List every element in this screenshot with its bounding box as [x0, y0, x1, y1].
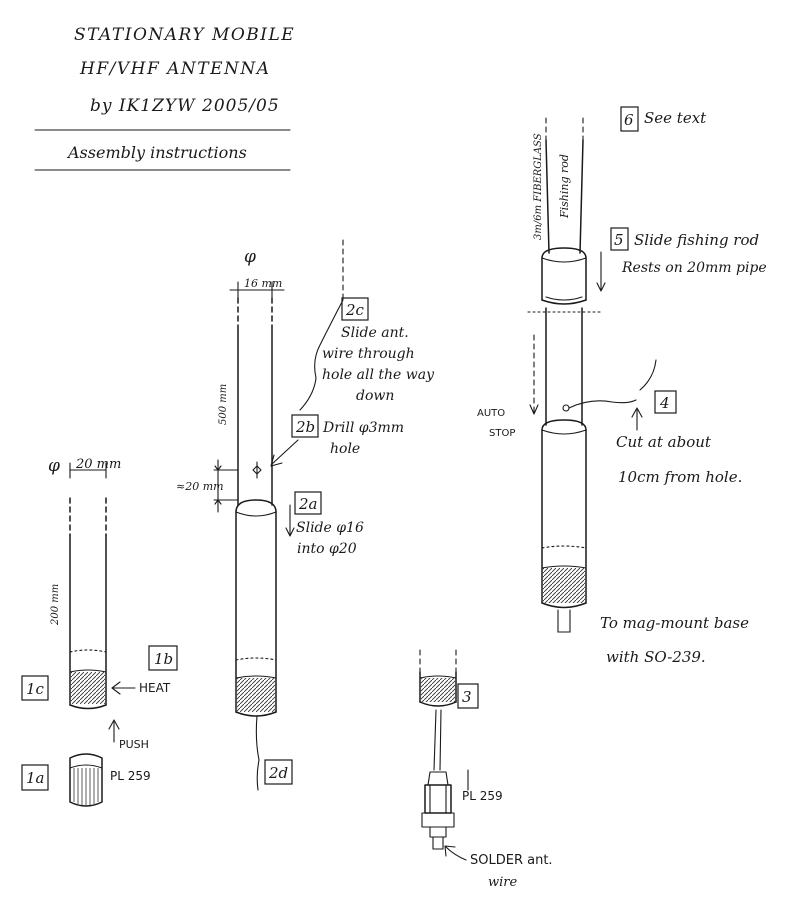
note-5-line2: Rests on 20mm pipe [621, 260, 767, 276]
step4to6-group: 3m/6m FIBERGLASS Fishing rod AUTO STOP [477, 106, 767, 666]
base-note-line2: with SO-239. [606, 648, 706, 666]
heat-arrow-icon [111, 681, 136, 695]
note-2b-line2: hole [330, 441, 360, 457]
note-2b-line1: Drill φ3mm [322, 420, 404, 436]
tag-3-label: 3 [462, 688, 472, 706]
solder-label-line2: wire [488, 875, 517, 890]
base-note-line1: To mag-mount base [600, 614, 749, 632]
lower-pipe-20mm [541, 419, 587, 633]
auto-stop-line2: STOP [489, 428, 515, 439]
rod-label-line2: Fishing rod [558, 154, 571, 219]
slide-down-arrow-icon [596, 251, 606, 292]
push-arrow-icon [108, 719, 120, 743]
note-2c-line1: Slide ant. [341, 325, 409, 341]
tag-2c [341, 297, 369, 321]
tag-2c-label: 2c [345, 301, 365, 319]
tag-1c-label: 1c [26, 680, 45, 698]
step2-group: φ 16 mm 500 mm ≈20 mm [176, 239, 435, 791]
step1-diameter-symbol: φ [48, 456, 60, 476]
slide-arrow-icon [285, 504, 295, 537]
pl259-connector-1a [69, 753, 103, 807]
title-line2: HF/VHF ANTENNA [79, 59, 271, 79]
pipe-16mm [237, 297, 273, 506]
tag-3 [457, 683, 479, 709]
note-4-line1: Cut at about [616, 433, 712, 451]
step1-group: φ 20 mm 200 mm 1b 1c HEAT [21, 456, 178, 807]
tag-2a [294, 491, 322, 515]
antenna-wire-4 [562, 359, 657, 412]
solder-label-line1: SOLDER ant. [470, 853, 553, 868]
fiberglass-fishing-rod [545, 117, 584, 254]
step3-group: 3 PL 259 SOLDER ant. wire [419, 649, 553, 890]
auto-stop-arrow-icon [529, 334, 539, 415]
note-5-line1: Slide fishing rod [634, 231, 759, 249]
step2-diameter-symbol: φ [244, 247, 256, 267]
tag-1c [21, 675, 49, 701]
rod-sleeve [527, 247, 601, 313]
note-2c-line4: down [356, 388, 394, 404]
push-label: PUSH [119, 738, 149, 751]
step2-diameter-value: 16 mm [244, 277, 282, 290]
coax-wire-3 [433, 709, 469, 791]
note-6: See text [644, 109, 707, 127]
pipe-20mm [69, 497, 107, 710]
tag-6 [620, 106, 639, 132]
step1-connector-label: PL 259 [110, 769, 151, 783]
tag-2b [291, 414, 319, 438]
header: STATIONARY MOBILE HF/VHF ANTENNA by IK1Z… [34, 25, 295, 171]
pipe-20mm-outer [235, 499, 277, 717]
tag-5 [610, 227, 629, 251]
note-2a-line2: into φ20 [297, 541, 357, 557]
step2-offset-label: ≈20 mm [176, 480, 224, 493]
pipe-bottom-3 [419, 649, 457, 707]
tag-1b [148, 645, 178, 671]
antenna-wire-2 [255, 239, 344, 791]
step3-connector-label: PL 259 [462, 789, 503, 803]
note-2c-line2: wire through [322, 346, 415, 362]
title-line1: STATIONARY MOBILE [74, 25, 295, 45]
drill-hole-icon [252, 461, 262, 479]
author-line: by IK1ZYW 2005/05 [90, 96, 280, 116]
note-4-line2: 10cm from hole. [618, 468, 742, 486]
rod-label-line1: 3m/6m FIBERGLASS [533, 133, 544, 240]
heat-label: HEAT [139, 681, 171, 695]
drill-pointer-arrow-icon [270, 439, 299, 467]
tag-2a-label: 2a [298, 495, 318, 513]
upper-pipe-16mm [545, 307, 583, 426]
note-2c-line3: hole all the way [322, 367, 435, 383]
tag-2b-label: 2b [295, 418, 315, 436]
auto-stop-line1: AUTO [477, 408, 505, 419]
tag-2d-label: 2d [268, 764, 288, 782]
tag-5-label: 5 [614, 231, 624, 249]
step1-diameter-value: 20 mm [75, 457, 121, 472]
step1-length-label: 200 mm [50, 584, 61, 626]
tag-4 [654, 390, 677, 414]
note-2a-line1: Slide φ16 [296, 520, 364, 536]
tag-1a-label: 1a [26, 769, 45, 787]
tag-4-label: 4 [659, 394, 670, 412]
assembly-subtitle: Assembly instructions [66, 143, 247, 162]
tag-2d [264, 759, 293, 785]
cut-arrow-icon [631, 407, 643, 431]
step2-length-label: 500 mm [218, 384, 229, 425]
pl259-connector-3 [421, 771, 455, 850]
tag-1a [21, 764, 49, 791]
solder-arrow-icon [444, 845, 467, 861]
tag-6-label: 6 [624, 111, 634, 129]
tag-1b-label: 1b [154, 650, 173, 668]
